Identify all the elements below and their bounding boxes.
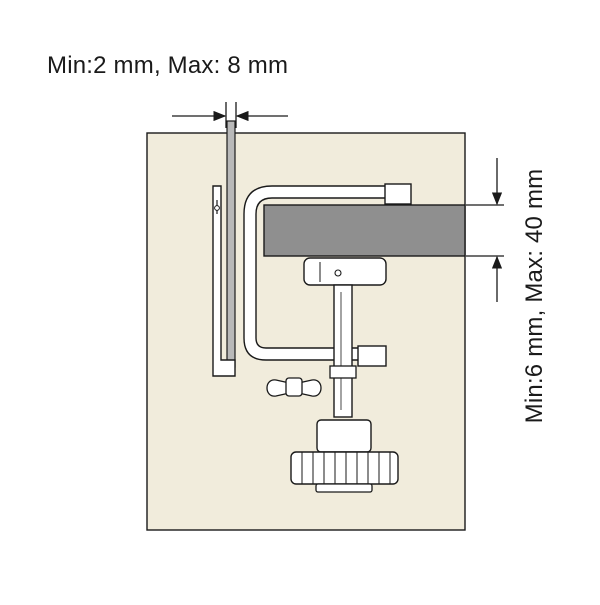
mounted-plate xyxy=(226,120,236,368)
screw-shaft xyxy=(333,284,353,418)
pressure-pad xyxy=(303,257,387,286)
thickness-range-label: Min:2 mm, Max: 8 mm xyxy=(47,52,289,79)
upper-jaw-end xyxy=(384,183,412,205)
lower-jaw-end xyxy=(357,345,387,367)
wing-nut xyxy=(266,377,322,397)
thickness-dimension xyxy=(172,102,288,128)
l-bracket xyxy=(212,185,236,377)
clamp-opening-dimension xyxy=(466,158,504,302)
knob-collar xyxy=(316,419,372,453)
knurled-knob xyxy=(290,451,399,493)
lock-nut xyxy=(329,365,357,379)
tabletop xyxy=(263,204,466,257)
clamp-range-label: Min:6 mm, Max: 40 mm xyxy=(521,168,548,424)
